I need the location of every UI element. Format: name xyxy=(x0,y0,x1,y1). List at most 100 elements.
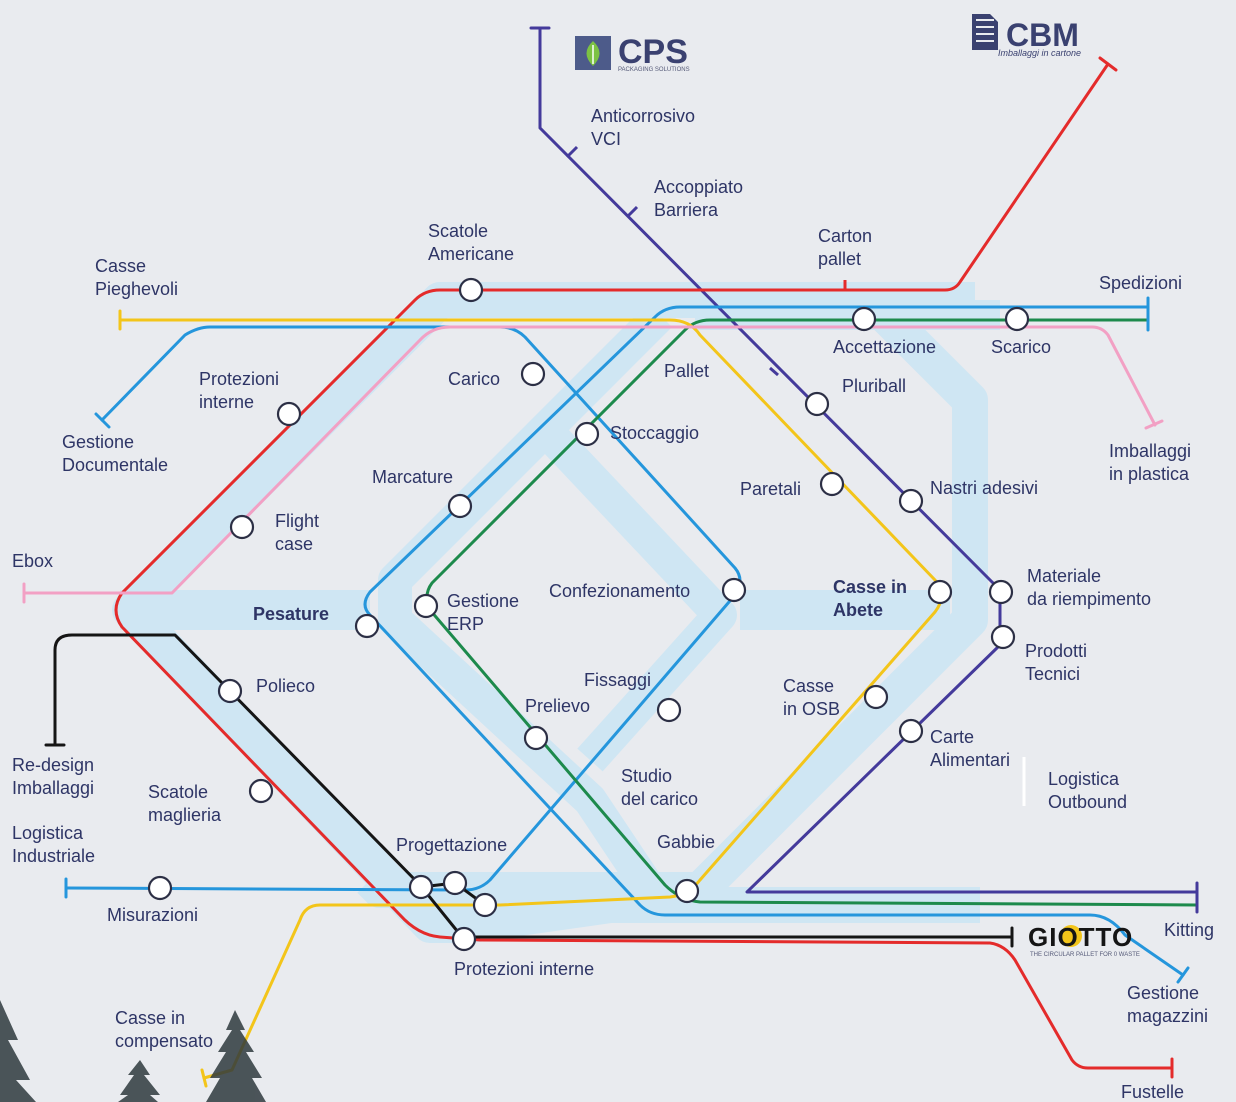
tree-silhouettes xyxy=(0,1000,266,1102)
label-gabbie: Gabbie xyxy=(657,832,715,852)
line-red xyxy=(114,62,1174,1070)
station-scatole-americane xyxy=(458,277,484,303)
terminal-cap-casse-compensato xyxy=(200,1068,208,1088)
cps-logo-tagline: PACKAGING SOLUTIONS xyxy=(618,67,690,73)
label-accettazione: Accettazione xyxy=(833,337,936,357)
tick-pallet-purple xyxy=(769,366,779,377)
station-scatole-maglieria xyxy=(248,778,274,804)
giotto-logo-text: GIOTTO xyxy=(1028,922,1133,952)
label-marcature: Marcature xyxy=(372,467,453,487)
station-pluriball xyxy=(804,391,830,417)
station-prelievo xyxy=(523,725,549,751)
station-progettazione-b xyxy=(442,870,468,896)
station-protezioni-interne-top xyxy=(276,401,302,427)
station-casse-osb xyxy=(863,684,889,710)
station-progettazione-a xyxy=(408,874,434,900)
station-fissaggi xyxy=(656,697,682,723)
line-blue xyxy=(64,305,1185,977)
station-gestione-erp xyxy=(413,593,439,619)
label-pallet: Pallet xyxy=(664,361,709,381)
label-confezionamento: Confezionamento xyxy=(549,581,690,601)
cbm-logo: CBM Imballaggi in cartone xyxy=(972,14,1081,58)
label-stoccaggio: Stoccaggio xyxy=(610,423,699,443)
station-misurazioni xyxy=(147,875,173,901)
corridor-bands xyxy=(112,282,1000,943)
label-pluriball: Pluriball xyxy=(842,376,906,396)
label-pesature: Pesature xyxy=(253,604,329,624)
label-paretali: Paretali xyxy=(740,479,801,499)
tick-accoppiato xyxy=(625,205,639,219)
label-spedizioni: Spedizioni xyxy=(1099,273,1182,293)
label-progettazione: Progettazione xyxy=(396,835,507,855)
station-carte-alimentari xyxy=(898,718,924,744)
station-accettazione xyxy=(851,306,877,332)
station-confezionamento xyxy=(721,577,747,603)
station-paretali xyxy=(819,471,845,497)
label-ebox: Ebox xyxy=(12,551,53,571)
station-gabbie xyxy=(674,878,700,904)
terminal-cap-cbm xyxy=(1098,56,1118,72)
cardboard-icon xyxy=(972,14,998,50)
station-protezioni-interne-bottom xyxy=(451,926,477,952)
station-pesature xyxy=(354,613,380,639)
station-stoccaggio xyxy=(574,421,600,447)
label-prelievo: Prelievo xyxy=(525,696,590,716)
station-carico xyxy=(520,361,546,387)
label-kitting: Kitting xyxy=(1164,920,1214,940)
label-protezioni-interne-bottom: Protezioni interne xyxy=(454,959,594,979)
station-materiale xyxy=(988,579,1014,605)
cps-logo: CPS PACKAGING SOLUTIONS xyxy=(575,33,690,73)
label-nastri-adesivi: Nastri adesivi xyxy=(930,478,1038,498)
label-scarico: Scarico xyxy=(991,337,1051,357)
terminal-cap-gestione-magazzini xyxy=(1176,966,1190,984)
cbm-logo-text: CBM xyxy=(1006,17,1079,53)
tick-anticorrosivo xyxy=(565,145,579,159)
label-carico: Carico xyxy=(448,369,500,389)
label-polieco: Polieco xyxy=(256,676,315,696)
station-flight-case xyxy=(229,514,255,540)
terminal-cap-gestione-documentale xyxy=(94,412,111,429)
station-prodotti-tecnici xyxy=(990,624,1016,650)
station-nastri-adesivi xyxy=(898,488,924,514)
station-marcature xyxy=(447,493,473,519)
cps-logo-text: CPS xyxy=(618,33,688,71)
station-scarico xyxy=(1004,306,1030,332)
label-fissaggi: Fissaggi xyxy=(584,670,651,690)
line-pink xyxy=(22,325,1157,595)
giotto-logo-tagline: THE CIRCULAR PALLET FOR 0 WASTE xyxy=(1030,952,1140,958)
terminal-cap-imballaggi-plastica xyxy=(1144,419,1164,430)
station-progettazione-c xyxy=(472,892,498,918)
giotto-logo: GIOTTO THE CIRCULAR PALLET FOR 0 WASTE xyxy=(1028,922,1140,958)
station-polieco xyxy=(217,678,243,704)
label-misurazioni: Misurazioni xyxy=(107,905,198,925)
label-fustelle: Fustelle xyxy=(1121,1082,1184,1102)
line-purple xyxy=(538,26,1199,894)
station-casse-abete xyxy=(927,579,953,605)
cbm-logo-tagline: Imballaggi in cartone xyxy=(998,48,1081,58)
